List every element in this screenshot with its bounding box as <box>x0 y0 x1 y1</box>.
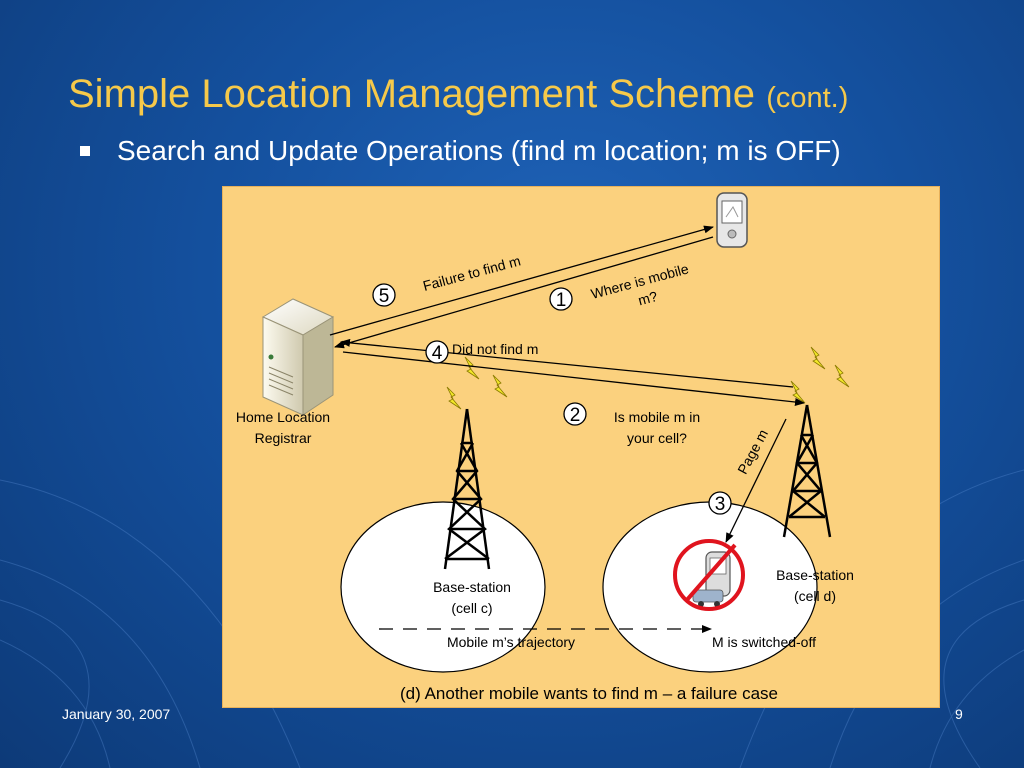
base-c-label-line-1: Base-station <box>433 579 511 595</box>
tower-cell-d-icon <box>782 404 832 538</box>
step-5-badge: 5 <box>372 283 396 307</box>
location-diagram: 1 2 3 4 5 Failure to find m Where is mob… <box>236 192 854 703</box>
step-5-number: 5 <box>379 286 390 307</box>
base-d-label-line-1: Base-station <box>776 567 854 583</box>
step-3-badge: 3 <box>708 491 732 515</box>
bullet-item: Search and Update Operations (find m loc… <box>80 134 940 168</box>
diagram-panel: 1 2 3 4 5 Failure to find m Where is mob… <box>222 186 940 708</box>
step-3-label: Page m <box>734 427 771 477</box>
mobile-phone-icon <box>716 192 748 248</box>
step-1-badge: 1 <box>549 287 573 311</box>
arrow-step-2 <box>342 351 805 406</box>
step-2-badge: 2 <box>563 402 587 426</box>
arrow-step-5 <box>334 236 714 349</box>
footer-date: January 30, 2007 <box>62 706 171 722</box>
step-1-number: 1 <box>556 290 567 311</box>
trajectory-label: Mobile m’s trajectory <box>447 634 575 650</box>
step-4-label: Did not find m <box>452 341 538 357</box>
hlr-label-line-2: Registrar <box>255 430 312 446</box>
step-2-number: 2 <box>570 405 581 426</box>
page-number: 9 <box>955 706 963 722</box>
step-4-number: 4 <box>432 343 443 364</box>
step-2-label-line-1: Is mobile m in <box>614 409 700 425</box>
diagram-caption: (d) Another mobile wants to find m – a f… <box>400 684 778 703</box>
slide-title-suffix: (cont.) <box>766 82 849 114</box>
step-5-label: Failure to find m <box>421 252 522 293</box>
slide-title-main: Simple Location Management Scheme <box>68 72 756 116</box>
arrow-step-4 <box>340 338 794 388</box>
step-2-label-line-2: your cell? <box>627 430 687 446</box>
base-c-label-line-2: (cell c) <box>451 600 492 616</box>
base-d-label-line-2: (cell d) <box>794 588 836 604</box>
step-1-label-line-2: m? <box>636 288 659 309</box>
message-arrows <box>329 225 805 543</box>
arrow-step-3 <box>725 418 787 543</box>
step-4-badge: 4 <box>425 340 449 364</box>
bullet-marker <box>80 146 90 156</box>
slide-title: Simple Location Management Scheme (cont.… <box>68 72 848 117</box>
switched-off-label: M is switched-off <box>712 634 816 650</box>
hlr-label-line-1: Home Location <box>236 409 330 425</box>
lightning-icons <box>446 346 850 410</box>
step-3-number: 3 <box>715 494 726 515</box>
forbidden-sign-icon <box>673 539 745 611</box>
bullet-text: Search and Update Operations (find m loc… <box>117 135 841 166</box>
arrow-step-1 <box>329 225 714 336</box>
tower-cell-c-icon <box>443 408 491 570</box>
server-icon <box>261 298 335 416</box>
